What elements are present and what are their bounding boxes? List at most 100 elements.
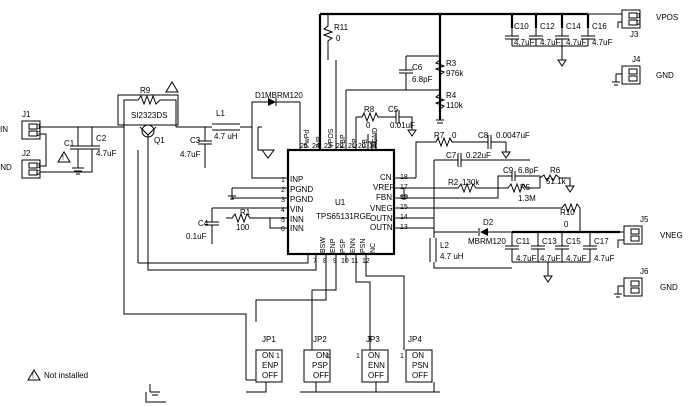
resistor-r8: R8 0 <box>356 105 384 130</box>
pin-pwpd-name: PwPd <box>304 130 311 148</box>
connector-j1-pin2: 2 <box>37 131 41 138</box>
jumper-jp3-net: ENN <box>368 361 385 370</box>
not-installed-icon-r9 <box>165 81 179 93</box>
connector-j5: J5 VNEG <box>617 215 683 248</box>
connector-j4-ref: J4 <box>632 55 641 64</box>
pin-22-num: 22 <box>336 143 344 150</box>
connector-j3-ref: J3 <box>630 30 639 39</box>
inductor-l2: L2 4.7 uH <box>429 232 512 269</box>
pin-vin-name: VIN <box>290 205 304 214</box>
capacitor-c17-value: 4.7uF <box>594 254 615 263</box>
pin-pgnd-1-name: PGND <box>290 185 313 194</box>
resistor-r10: R10 0 <box>394 202 581 232</box>
capacitor-c9: C9 6.8pF <box>497 166 541 188</box>
jumper-jp3: JP3 1 ON ENN OFF <box>356 335 389 383</box>
capacitor-c12-ref: C12 <box>540 22 555 31</box>
net-label-vpos: VPOS <box>656 13 678 22</box>
jumper-jp1: JP1 ON 1 ENP OFF <box>255 335 283 383</box>
capacitor-c8: C8 0.0047uF <box>476 131 530 159</box>
pin-psp-name: PSP <box>340 239 347 253</box>
pin-5-num: 5 <box>281 217 285 224</box>
jumper-jp4-off: OFF <box>412 371 428 380</box>
pin-fb-name: FB <box>362 139 369 148</box>
pin-inn-2-name: INN <box>290 224 304 233</box>
capacitor-c5: C5 0.01uF <box>384 105 417 137</box>
connector-j2-ref: J2 <box>22 149 31 158</box>
capacitor-c10-ref: C10 <box>514 22 529 31</box>
connector-j6: J6 GND <box>614 267 678 298</box>
resistor-r5: R5 1.3M <box>498 182 540 203</box>
connector-j3-pin2: 2 <box>637 20 641 27</box>
ground-icon <box>543 275 553 283</box>
pin-cp-name: CP <box>352 138 359 148</box>
capacitor-c4-value: 0.1uF <box>186 232 207 241</box>
capacitor-c7: C7 0.22uF <box>433 151 530 235</box>
resistor-r7-ref: R7 <box>434 131 445 140</box>
capacitor-c12-value: 4.7uF <box>540 38 561 47</box>
pin-3-num: 3 <box>281 197 285 204</box>
capacitor-c11-ref: C11 <box>516 237 531 246</box>
resistor-r1: R1 100 <box>226 208 288 232</box>
resistor-r2: R2 130k <box>394 178 498 194</box>
jumper-jp4-net: PSN <box>412 361 429 370</box>
pin-enp-name: ENP <box>330 238 337 253</box>
capacitor-c8-ref: C8 <box>478 131 489 140</box>
pin-6-num: 6 <box>281 226 285 233</box>
resistor-r3-ref: R3 <box>446 59 457 68</box>
pin-7-num: 7 <box>313 258 317 265</box>
transistor-q1-ref: Q1 <box>154 136 165 145</box>
jumper-jp4: JP4 1 ON PSN OFF <box>400 335 433 383</box>
diode-d1-part: MBRM120 <box>265 91 303 100</box>
inductor-l2-ref: L2 <box>440 241 449 250</box>
pin-20-num: 20 <box>358 143 366 150</box>
capacitor-c7-ref: C7 <box>446 151 457 160</box>
capacitor-c6: C6 6.8pF <box>399 55 440 90</box>
pin-outn-2-name: OUTN <box>370 223 393 232</box>
jumper-jp1-pin1: 1 <box>276 353 280 360</box>
net-label-gnd-input: GND <box>0 163 12 172</box>
pin-1-num: 1 <box>281 177 285 184</box>
capacitor-c16-ref: C16 <box>592 22 607 31</box>
resistor-r1-ref: R1 <box>240 208 251 217</box>
pin-vref-name: VREF <box>373 183 394 192</box>
resistor-r2-value: 130k <box>462 178 480 187</box>
diode-d2-part: MBRM120 <box>468 237 506 246</box>
resistor-r1-value: 100 <box>236 223 250 232</box>
resistor-r3-value: 976k <box>446 69 464 78</box>
capacitor-c4-ref: C4 <box>198 219 209 228</box>
pin-fbp-name: FBP <box>340 134 347 148</box>
pin-fbn-name: FBN <box>376 193 392 202</box>
resistor-r9: R9 <box>137 81 179 106</box>
capacitor-c8-value: 0.0047uF <box>496 131 530 140</box>
connector-j1-pin1: 1 <box>37 124 41 131</box>
connector-j4: J4 GND <box>612 55 674 86</box>
jumper-jp1-on: ON <box>262 351 274 360</box>
legend-text: Not installed <box>44 371 88 380</box>
diode-d2: D2 MBRM120 <box>394 217 620 246</box>
ic-u1: U1 TPS65131RGE <box>286 148 396 256</box>
resistor-r10-value: 0 <box>564 220 569 229</box>
inductor-l1-value: 4.7 uH <box>214 132 238 141</box>
legend-not-installed: ! Not installed <box>27 369 88 381</box>
not-installed-icon <box>27 369 41 381</box>
capacitor-c11-value: 4.7uF <box>516 254 537 263</box>
pin-21-num: 21 <box>348 143 356 150</box>
resistor-r11-value: 0 <box>336 34 341 43</box>
inductor-l2-value: 4.7 uH <box>440 252 464 261</box>
capacitor-c6-ref: C6 <box>412 63 423 72</box>
pin-enn-name: ENN <box>350 238 357 253</box>
capacitor-c13-ref: C13 <box>542 237 557 246</box>
legend-mark: ! <box>32 373 34 380</box>
resistor-r7-value: 0 <box>452 131 457 140</box>
jumper-jp2-on: ON <box>316 351 328 360</box>
capacitor-c1-ref: C1 <box>64 139 75 148</box>
connector-j1: J1 1 2 IN <box>0 110 41 140</box>
jumper-jp4-ref: JP4 <box>408 335 422 344</box>
pin-4-num: 4 <box>281 207 285 214</box>
resistor-r4: R4 110k <box>434 90 464 124</box>
net-label-gnd-j6: GND <box>660 283 678 292</box>
pin-cn-name: CN <box>380 173 392 182</box>
capacitor-c9-value: 6.8pF <box>518 166 539 175</box>
inductor-l1-ref: L1 <box>216 109 225 118</box>
